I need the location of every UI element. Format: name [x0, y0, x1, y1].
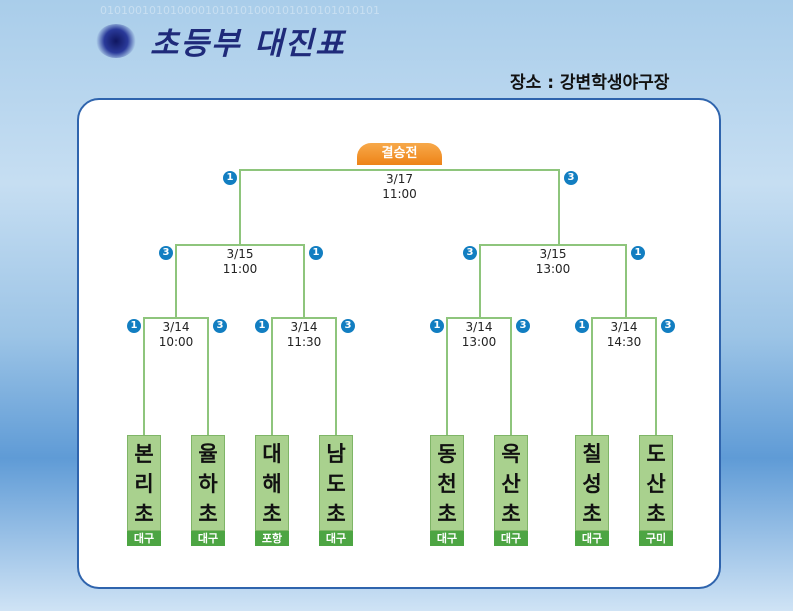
semi-match-time: 13:00 — [535, 262, 571, 276]
team-region: 포항 — [255, 531, 289, 546]
quarter-match-left-score-icon: 1 — [575, 319, 589, 333]
quarter-match-left-score-icon: 1 — [430, 319, 444, 333]
semi-match-right-score-icon: 1 — [631, 246, 645, 260]
team-region: 대구 — [575, 531, 609, 546]
team-name: 대해초 — [255, 435, 289, 531]
quarter-match-line — [591, 317, 593, 435]
quarter-match-line — [446, 317, 512, 319]
final-match-line — [558, 169, 560, 245]
team-name: 옥산초 — [494, 435, 528, 531]
team-region: 대구 — [191, 531, 225, 546]
quarter-match-date: 3/14 — [290, 320, 318, 334]
quarter-match-line — [446, 317, 448, 435]
binary-decoration: 0101001010100001010101000101010101010101 — [100, 4, 380, 17]
quarter-match-time: 10:00 — [158, 335, 194, 349]
semi-match-date: 3/15 — [539, 247, 567, 261]
page-title: 초등부 대진표 — [150, 26, 346, 62]
quarter-match-line — [143, 317, 145, 435]
team-name: 동천초 — [430, 435, 464, 531]
quarter-match-date: 3/14 — [465, 320, 493, 334]
quarter-match-line — [655, 317, 657, 435]
final-match-left-score-icon: 1 — [223, 171, 237, 185]
quarter-match-time: 11:30 — [286, 335, 322, 349]
team-name: 칠성초 — [575, 435, 609, 531]
quarter-match-right-score-icon: 3 — [213, 319, 227, 333]
quarter-match-line — [510, 317, 512, 435]
final-match-line — [239, 169, 241, 245]
semi-match-line — [479, 244, 627, 246]
quarter-match-date: 3/14 — [610, 320, 638, 334]
quarter-match-line — [271, 317, 337, 319]
quarter-match-line — [271, 317, 273, 435]
semi-match-time: 11:00 — [222, 262, 258, 276]
quarter-match-time: 14:30 — [606, 335, 642, 349]
quarter-match-right-score-icon: 3 — [661, 319, 675, 333]
team-region: 대구 — [494, 531, 528, 546]
final-match-date: 3/17 — [386, 172, 413, 186]
quarter-match-left-score-icon: 1 — [127, 319, 141, 333]
quarter-match-date: 3/14 — [162, 320, 190, 334]
final-match-time: 11:00 — [382, 187, 417, 201]
team-name: 본리초 — [127, 435, 161, 531]
team-name: 도산초 — [639, 435, 673, 531]
semi-match-line — [175, 244, 305, 246]
title-bullet-icon — [96, 24, 136, 58]
venue-label: 장소 : 강변학생야구장 — [510, 73, 670, 93]
quarter-match-right-score-icon: 3 — [516, 319, 530, 333]
semi-match-line — [625, 244, 627, 318]
team-name: 율하초 — [191, 435, 225, 531]
quarter-match-line — [143, 317, 209, 319]
quarter-match-line — [591, 317, 657, 319]
semi-match-date: 3/15 — [226, 247, 254, 261]
final-badge: 결승전 — [357, 143, 442, 165]
semi-match-left-score-icon: 3 — [159, 246, 173, 260]
semi-match-line — [479, 244, 481, 318]
final-match-right-score-icon: 3 — [564, 171, 578, 185]
team-region: 구미 — [639, 531, 673, 546]
quarter-match-line — [335, 317, 337, 435]
team-name: 남도초 — [319, 435, 353, 531]
team-region: 대구 — [127, 531, 161, 546]
quarter-match-time: 13:00 — [461, 335, 497, 349]
semi-match-line — [303, 244, 305, 318]
bracket-panel — [77, 98, 721, 589]
quarter-match-right-score-icon: 3 — [341, 319, 355, 333]
team-region: 대구 — [430, 531, 464, 546]
semi-match-right-score-icon: 1 — [309, 246, 323, 260]
quarter-match-line — [207, 317, 209, 435]
quarter-match-left-score-icon: 1 — [255, 319, 269, 333]
semi-match-left-score-icon: 3 — [463, 246, 477, 260]
final-match-line — [239, 169, 560, 171]
semi-match-line — [175, 244, 177, 318]
team-region: 대구 — [319, 531, 353, 546]
